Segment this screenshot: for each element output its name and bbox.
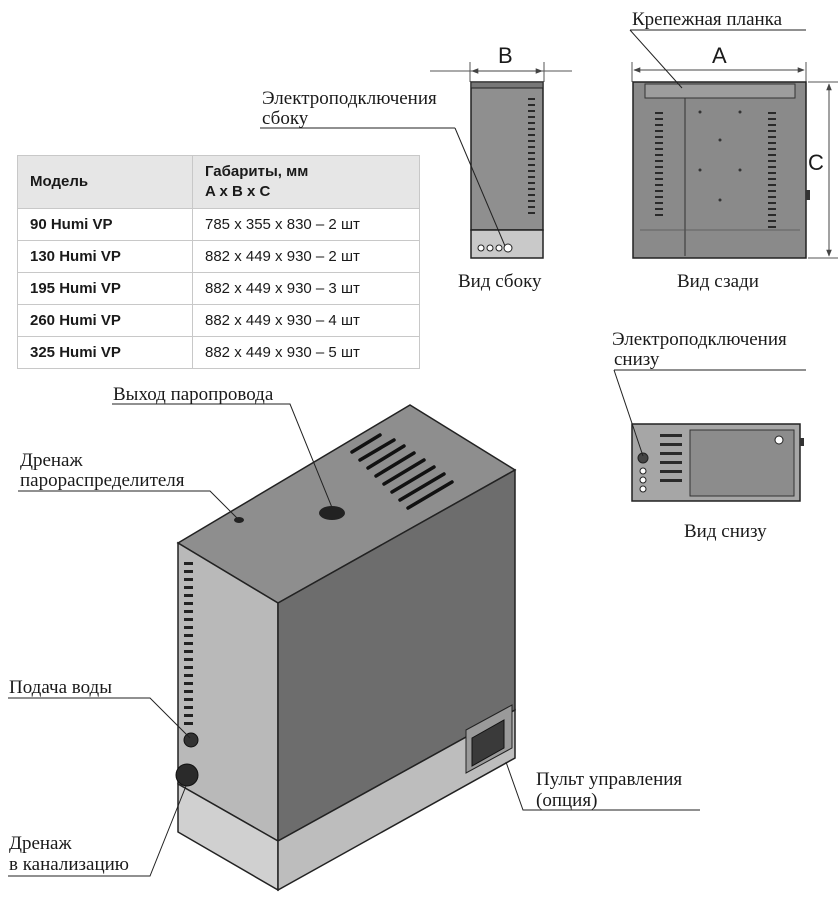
callout-drain-sewer-line1: Дренаж bbox=[9, 833, 72, 854]
header-dimensions: Габариты, мм A x B x C bbox=[192, 155, 420, 209]
callout-steam-outlet: Выход паропровода bbox=[113, 384, 274, 405]
table-row: 90 Humi VP 785 x 355 x 830 – 2 шт bbox=[17, 208, 420, 241]
side-view-caption: Вид сбоку bbox=[458, 271, 542, 292]
table-header-row: Модель Габариты, мм A x B x C bbox=[17, 155, 420, 209]
side-view-drawing bbox=[430, 62, 572, 259]
callout-drain-sewer-line2: в канализацию bbox=[9, 854, 129, 875]
callout-control-panel-line2: (опция) bbox=[536, 790, 598, 811]
row-model: 325 Humi VP bbox=[17, 336, 193, 369]
callout-drain-distributor-line2: парораспределителя bbox=[20, 470, 185, 491]
table-row: 325 Humi VP 882 x 449 x 930 – 5 шт bbox=[17, 336, 420, 369]
callout-mounting-bar: Крепежная планка bbox=[632, 9, 783, 30]
callout-water-supply: Подача воды bbox=[9, 677, 112, 698]
header-dimensions-line1: Габариты, мм bbox=[205, 163, 309, 180]
row-dims: 882 x 449 x 930 – 2 шт bbox=[192, 240, 420, 273]
header-dimensions-line2: A x B x C bbox=[205, 183, 271, 200]
callout-control-panel-line1: Пульт управления bbox=[536, 769, 683, 790]
table-row: 260 Humi VP 882 x 449 x 930 – 4 шт bbox=[17, 304, 420, 337]
dimension-a-label: A bbox=[712, 43, 727, 68]
callout-electrical-side-line1: Электроподключения bbox=[262, 88, 437, 109]
row-dims: 882 x 449 x 930 – 5 шт bbox=[192, 336, 420, 369]
rear-view-caption: Вид сзади bbox=[677, 271, 759, 292]
row-dims: 882 x 449 x 930 – 4 шт bbox=[192, 304, 420, 337]
bottom-view-caption: Вид снизу bbox=[684, 521, 767, 542]
row-model: 90 Humi VP bbox=[17, 208, 193, 241]
callout-drain-distributor-line1: Дренаж bbox=[20, 450, 83, 471]
callout-electrical-bottom-line1: Электроподключения bbox=[612, 329, 787, 350]
spec-table: Модель Габариты, мм A x B x C 90 Humi VP… bbox=[17, 155, 420, 369]
leader-lines bbox=[8, 29, 806, 877]
dimension-b-label: B bbox=[498, 43, 513, 68]
bottom-view-drawing bbox=[613, 369, 804, 502]
callout-electrical-bottom-line2: снизу bbox=[614, 349, 660, 370]
table-row: 130 Humi VP 882 x 449 x 930 – 2 шт bbox=[17, 240, 420, 273]
dimension-c-label: C bbox=[808, 150, 824, 175]
row-model: 195 Humi VP bbox=[17, 272, 193, 305]
row-model: 260 Humi VP bbox=[17, 304, 193, 337]
isometric-unit-drawing bbox=[175, 404, 517, 892]
callout-electrical-side-line2: сбоку bbox=[262, 108, 309, 129]
header-model: Модель bbox=[17, 155, 193, 209]
rear-view-drawing bbox=[629, 29, 838, 259]
